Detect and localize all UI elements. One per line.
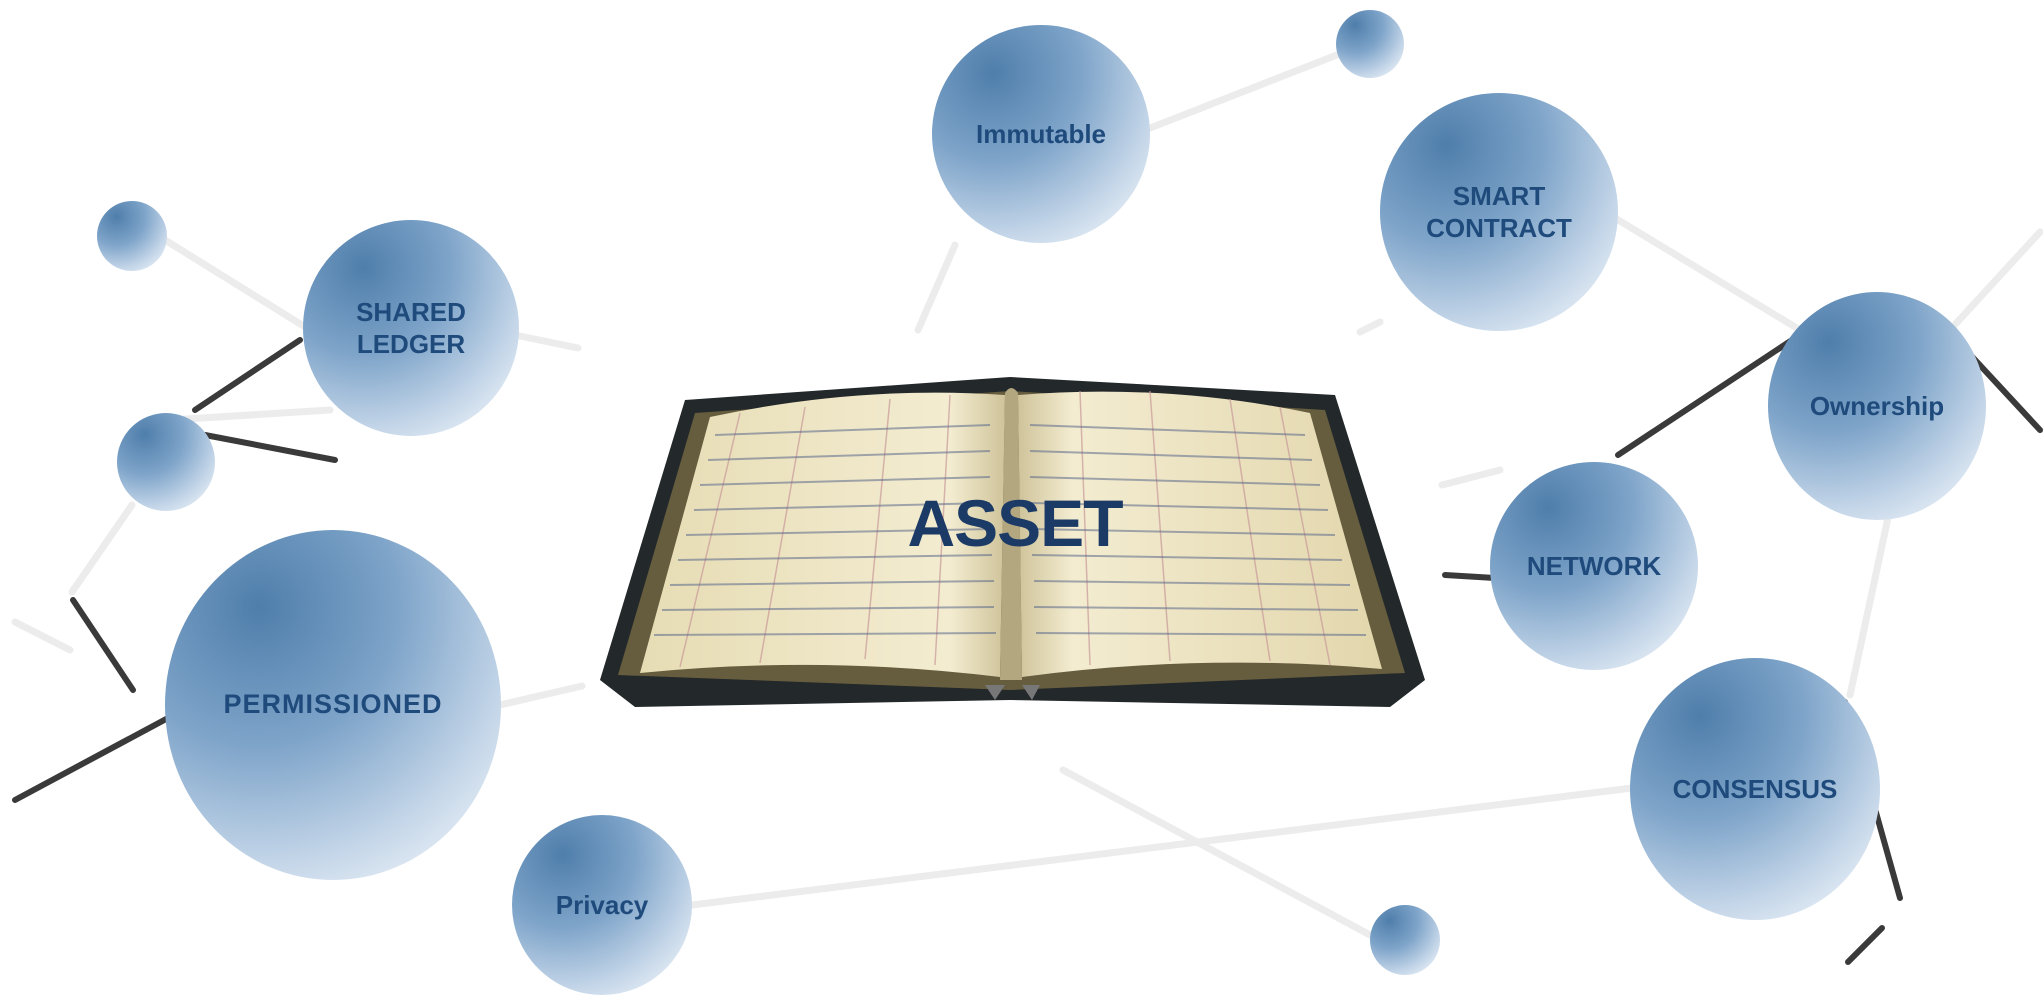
- small-node: [97, 201, 167, 271]
- small-node: [1336, 10, 1404, 78]
- node-label: CONSENSUS: [1672, 773, 1838, 804]
- connector-line: [1438, 466, 1504, 489]
- connector-line: [511, 331, 582, 352]
- node-label: NETWORK: [1526, 550, 1662, 581]
- dark-connector-stub: [1442, 572, 1498, 581]
- node-label: Immutable: [975, 118, 1107, 149]
- connector-line: [914, 241, 959, 334]
- connector-line: [166, 406, 334, 424]
- dark-connector-stub: [1845, 925, 1885, 965]
- node-ownership: Ownership: [1768, 292, 1986, 520]
- small-node: [1370, 905, 1440, 975]
- small-node: [117, 413, 215, 511]
- dark-connector-stub: [12, 715, 171, 803]
- open-ledger-book-icon: [600, 377, 1425, 707]
- connector-line: [688, 783, 1644, 909]
- connector-line: [1606, 211, 1804, 334]
- dark-connector-stub: [70, 597, 136, 693]
- node-label: PERMISSIONED: [223, 689, 443, 720]
- dark-connector-stub: [1615, 335, 1798, 458]
- node-immutable: Immutable: [932, 25, 1150, 243]
- connector-line: [11, 618, 74, 654]
- node-label: Privacy: [555, 889, 649, 920]
- node-privacy: Privacy: [512, 815, 692, 995]
- connector-line: [1059, 766, 1389, 947]
- node-consensus: CONSENSUS: [1630, 658, 1880, 920]
- node-label: SMART CONTRACT: [1426, 180, 1572, 244]
- node-label: SHARED LEDGER: [356, 296, 466, 360]
- connector-line: [161, 236, 314, 334]
- connector-line: [1946, 228, 2043, 334]
- node-smart-contract: SMART CONTRACT: [1380, 93, 1618, 331]
- center-title: ASSET: [907, 486, 1123, 560]
- node-permissioned: PERMISSIONED: [165, 530, 501, 880]
- connector-line: [1356, 318, 1384, 336]
- node-label: Ownership: [1809, 390, 1945, 421]
- connector-line: [1141, 38, 1374, 134]
- dark-connector-stub: [202, 432, 338, 463]
- connector-line: [496, 682, 586, 709]
- connector-line: [1846, 481, 1899, 699]
- connector-line: [68, 501, 136, 596]
- node-network: NETWORK: [1490, 462, 1698, 670]
- dark-connector-stub: [192, 337, 303, 413]
- node-shared-ledger: SHARED LEDGER: [303, 220, 519, 436]
